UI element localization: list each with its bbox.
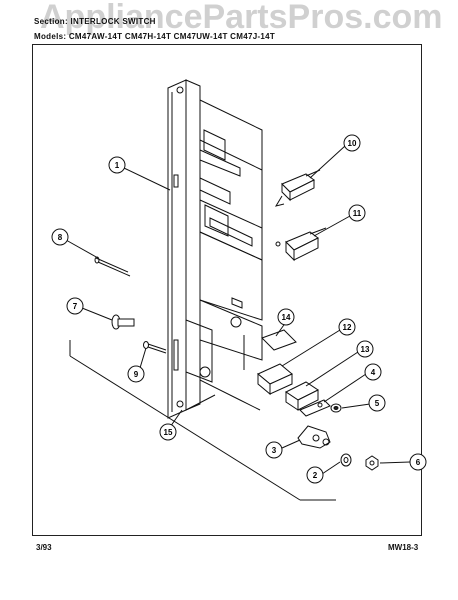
nut-5 bbox=[330, 403, 342, 413]
footer-date: 3/93 bbox=[36, 543, 52, 552]
svg-text:4: 4 bbox=[371, 368, 376, 377]
callout-6: 6 bbox=[409, 453, 427, 471]
leader-lines bbox=[65, 145, 411, 475]
svg-text:6: 6 bbox=[416, 458, 421, 467]
section-title: Section: INTERLOCK SWITCH bbox=[34, 17, 156, 26]
svg-text:13: 13 bbox=[361, 345, 370, 354]
svg-text:15: 15 bbox=[164, 428, 173, 437]
mounting-bracket bbox=[167, 79, 263, 419]
watermark: AppliancePartsPros.com bbox=[40, 0, 443, 36]
callout-12: 12 bbox=[338, 318, 356, 336]
pin-7 bbox=[111, 314, 135, 330]
callout-4: 4 bbox=[364, 363, 382, 381]
callout-2: 2 bbox=[306, 466, 324, 484]
lever-3 bbox=[297, 425, 331, 449]
leader-15 bbox=[69, 340, 336, 501]
models-line: Models: CM47AW-14T CM47H-14T CM47UW-14T … bbox=[34, 32, 276, 41]
callout-14: 14 bbox=[277, 308, 295, 326]
switch-10 bbox=[274, 169, 321, 207]
callout-15: 15 bbox=[159, 423, 177, 441]
svg-text:14: 14 bbox=[282, 313, 291, 322]
washer-2 bbox=[340, 453, 352, 467]
footer-code: MW18-3 bbox=[388, 543, 419, 552]
actuator-4 bbox=[299, 399, 331, 417]
callout-5: 5 bbox=[368, 394, 386, 412]
screw-8 bbox=[94, 256, 131, 277]
svg-text:9: 9 bbox=[134, 370, 139, 379]
svg-text:8: 8 bbox=[58, 233, 63, 242]
svg-text:3: 3 bbox=[272, 446, 277, 455]
screw-9 bbox=[143, 341, 167, 354]
svg-text:1: 1 bbox=[115, 161, 120, 170]
switch-13 bbox=[285, 381, 319, 411]
callout-9: 9 bbox=[127, 365, 145, 383]
svg-text:5: 5 bbox=[375, 399, 380, 408]
svg-text:11: 11 bbox=[353, 209, 362, 218]
insulator-14 bbox=[261, 329, 297, 351]
svg-text:10: 10 bbox=[348, 139, 357, 148]
diagram-frame bbox=[32, 44, 422, 536]
callout-1: 1 bbox=[108, 156, 126, 174]
callout-7: 7 bbox=[66, 297, 84, 315]
nut-6 bbox=[365, 455, 379, 471]
callout-10: 10 bbox=[343, 134, 361, 152]
callout-11: 11 bbox=[348, 204, 366, 222]
svg-text:2: 2 bbox=[313, 471, 318, 480]
svg-text:12: 12 bbox=[343, 323, 352, 332]
callout-8: 8 bbox=[51, 228, 69, 246]
callout-3: 3 bbox=[265, 441, 283, 459]
callout-13: 13 bbox=[356, 340, 374, 358]
switch-11 bbox=[275, 227, 327, 262]
switch-12 bbox=[257, 363, 293, 396]
svg-text:7: 7 bbox=[73, 302, 78, 311]
